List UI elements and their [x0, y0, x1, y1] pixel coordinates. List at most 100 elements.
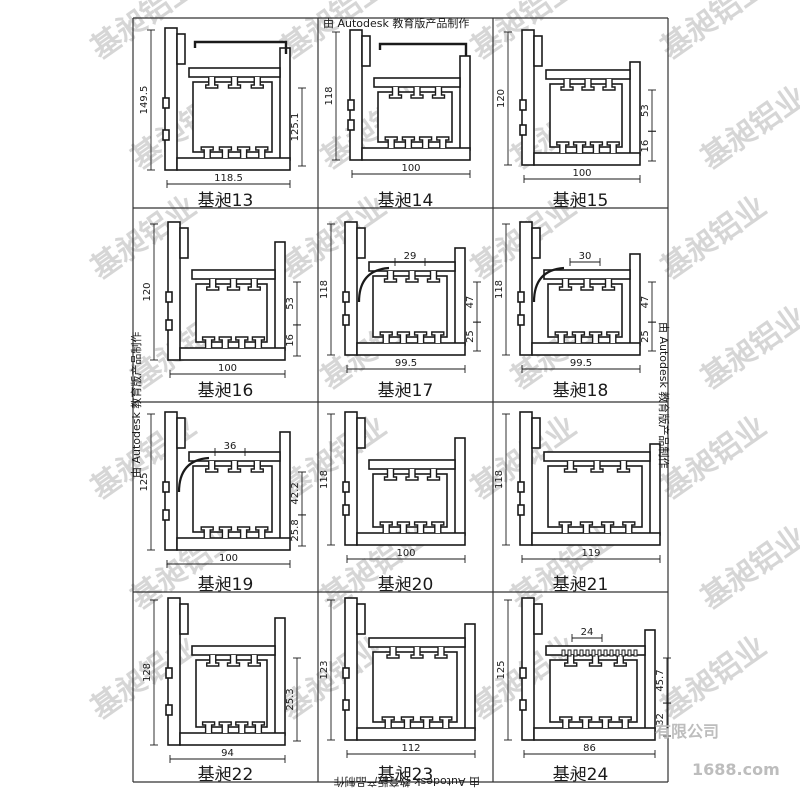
- profile-wall: [543, 269, 631, 280]
- profile-rib: [201, 721, 216, 733]
- profile-serration: [579, 649, 584, 657]
- profile-rib: [410, 647, 424, 659]
- dimension-height: 118: [494, 470, 505, 489]
- profile-rib: [601, 279, 616, 291]
- profile-rib: [606, 331, 620, 343]
- profile-wall: [454, 437, 466, 536]
- profile-wall: [547, 283, 623, 338]
- dimension-segment: 25: [640, 330, 651, 343]
- profile-rib: [413, 331, 428, 343]
- profile-rib: [618, 716, 632, 728]
- profile-cell: 149.5 118.5 125.1 基昶13: [139, 27, 306, 211]
- profile-rib: [419, 716, 434, 728]
- profile-wall: [549, 659, 638, 723]
- dimension-segment: 25.8: [290, 519, 301, 541]
- profile-rib: [226, 279, 241, 291]
- profile-wall: [533, 152, 641, 166]
- profile-wall: [533, 603, 543, 635]
- profile-rib: [589, 141, 604, 153]
- profile-rib: [588, 655, 603, 667]
- profile-serration: [591, 649, 596, 657]
- profile-rib: [590, 461, 604, 473]
- profile-wall: [344, 411, 358, 546]
- dimension-width: 86: [583, 743, 596, 754]
- dimension-segment: 16: [285, 334, 296, 347]
- profile-rib: [206, 279, 220, 291]
- profile-wall: [347, 99, 355, 111]
- profile-label: 基昶15: [553, 191, 609, 211]
- profile-rib: [554, 331, 568, 343]
- profile-wall: [342, 504, 350, 516]
- profile-wall: [361, 35, 371, 67]
- profile-label: 基昶13: [198, 191, 254, 211]
- profile-top-hook: [193, 40, 288, 54]
- profile-rib: [379, 331, 393, 343]
- profile-rib: [558, 521, 572, 533]
- profile-rib: [560, 79, 574, 91]
- dimension-segment: 53: [285, 297, 296, 310]
- profile-wall: [372, 473, 448, 528]
- profile-rib: [588, 331, 603, 343]
- dimension-width: 99.5: [395, 358, 417, 369]
- profile-wall: [342, 481, 350, 493]
- profile-wall: [464, 623, 476, 731]
- profile-wall: [279, 431, 291, 541]
- dimension-width: 118.5: [214, 173, 243, 184]
- profile-wall: [195, 283, 268, 343]
- dimension-segment: 45.7: [655, 669, 666, 691]
- profile-rib: [206, 655, 220, 667]
- profile-label: 基昶23: [378, 765, 434, 785]
- profile-wall: [162, 97, 170, 109]
- dimension-width: 100: [572, 168, 591, 179]
- profile-label: 基昶16: [198, 381, 254, 401]
- profile-rib: [405, 271, 419, 283]
- profile-wall: [342, 291, 350, 303]
- profile-rib: [247, 655, 261, 667]
- profile-rib: [598, 716, 613, 728]
- profile-rib: [251, 721, 266, 733]
- dimension-height: 149.5: [139, 86, 150, 115]
- dimension-height: 118: [319, 470, 330, 489]
- profile-wall: [162, 481, 170, 493]
- profile-wall: [459, 55, 471, 151]
- dimension-width: 100: [219, 553, 238, 564]
- dimension-width: 100: [396, 548, 415, 559]
- profile-label: 基昶21: [553, 575, 609, 595]
- profile-label: 基昶18: [553, 381, 609, 401]
- profile-wall: [179, 347, 286, 361]
- profile-rib: [431, 521, 445, 533]
- profile-rib: [606, 141, 620, 153]
- dimension-segment: 125.1: [290, 113, 301, 142]
- profile-curve: [532, 266, 565, 303]
- profile-rib: [381, 716, 395, 728]
- profile-wall: [368, 637, 466, 648]
- dimension-height: 125: [496, 660, 507, 679]
- profile-rib: [578, 716, 593, 728]
- profile-label: 基昶22: [198, 765, 254, 785]
- dimension-width: 112: [401, 743, 420, 754]
- profile-wall: [192, 465, 273, 533]
- dimension-height: 128: [142, 663, 153, 682]
- profile-rib: [218, 146, 233, 158]
- profile-wall: [519, 124, 527, 136]
- dimension-height: 120: [496, 89, 507, 108]
- profile-wall: [368, 459, 456, 470]
- profile-wall: [644, 629, 656, 731]
- profile-wall: [167, 221, 181, 361]
- profile-serration: [615, 649, 620, 657]
- profile-rib: [564, 655, 578, 667]
- profile-rib: [383, 469, 398, 481]
- profile-wall: [176, 33, 186, 65]
- dimension-segment: 47: [640, 296, 651, 309]
- profile-wall: [517, 504, 525, 516]
- profile-wall: [519, 699, 527, 711]
- profile-serration: [573, 649, 578, 657]
- profile-rib: [218, 526, 233, 538]
- profile-wall: [191, 269, 276, 280]
- profile-rib: [571, 331, 586, 343]
- profile-rib: [227, 77, 242, 89]
